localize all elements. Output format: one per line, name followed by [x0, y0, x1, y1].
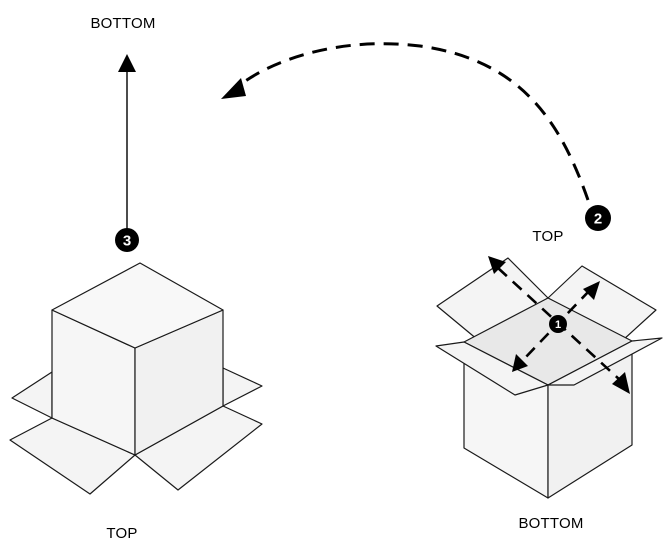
- upward-arrow: [118, 54, 136, 230]
- center-badge-1: 1: [549, 315, 567, 333]
- left-box-flap-back-left: [11, 371, 53, 419]
- right-box-flap-front-right: [547, 337, 663, 386]
- left-box: [9, 262, 263, 495]
- right-box-arrowheads: [488, 256, 630, 394]
- step-badge-2-label: 2: [594, 211, 602, 228]
- step-badge-2: 2: [585, 205, 611, 231]
- left-box-top-label: BOTTOM: [90, 15, 155, 32]
- arrow-downleft-icon: [512, 354, 528, 372]
- left-box-top-face: [51, 262, 224, 349]
- left-box-flap-back-right: [222, 367, 263, 407]
- arrow-upleft-icon: [488, 256, 506, 274]
- step-badge-3: 3: [115, 228, 139, 252]
- flip-arrow: [221, 42, 590, 201]
- arrow-downright-icon: [612, 372, 630, 394]
- right-box: [435, 257, 663, 499]
- right-box-bottom-label: BOTTOM: [518, 515, 583, 532]
- arrow-upright-icon: [583, 281, 600, 300]
- step-badge-3-label: 3: [123, 233, 131, 250]
- flip-arrow-head-icon: [221, 78, 246, 99]
- left-box-bottom-label: TOP: [106, 525, 137, 542]
- right-box-top-label: TOP: [532, 228, 563, 245]
- center-badge-1-label: 1: [555, 319, 561, 331]
- up-arrow-head-icon: [118, 54, 136, 72]
